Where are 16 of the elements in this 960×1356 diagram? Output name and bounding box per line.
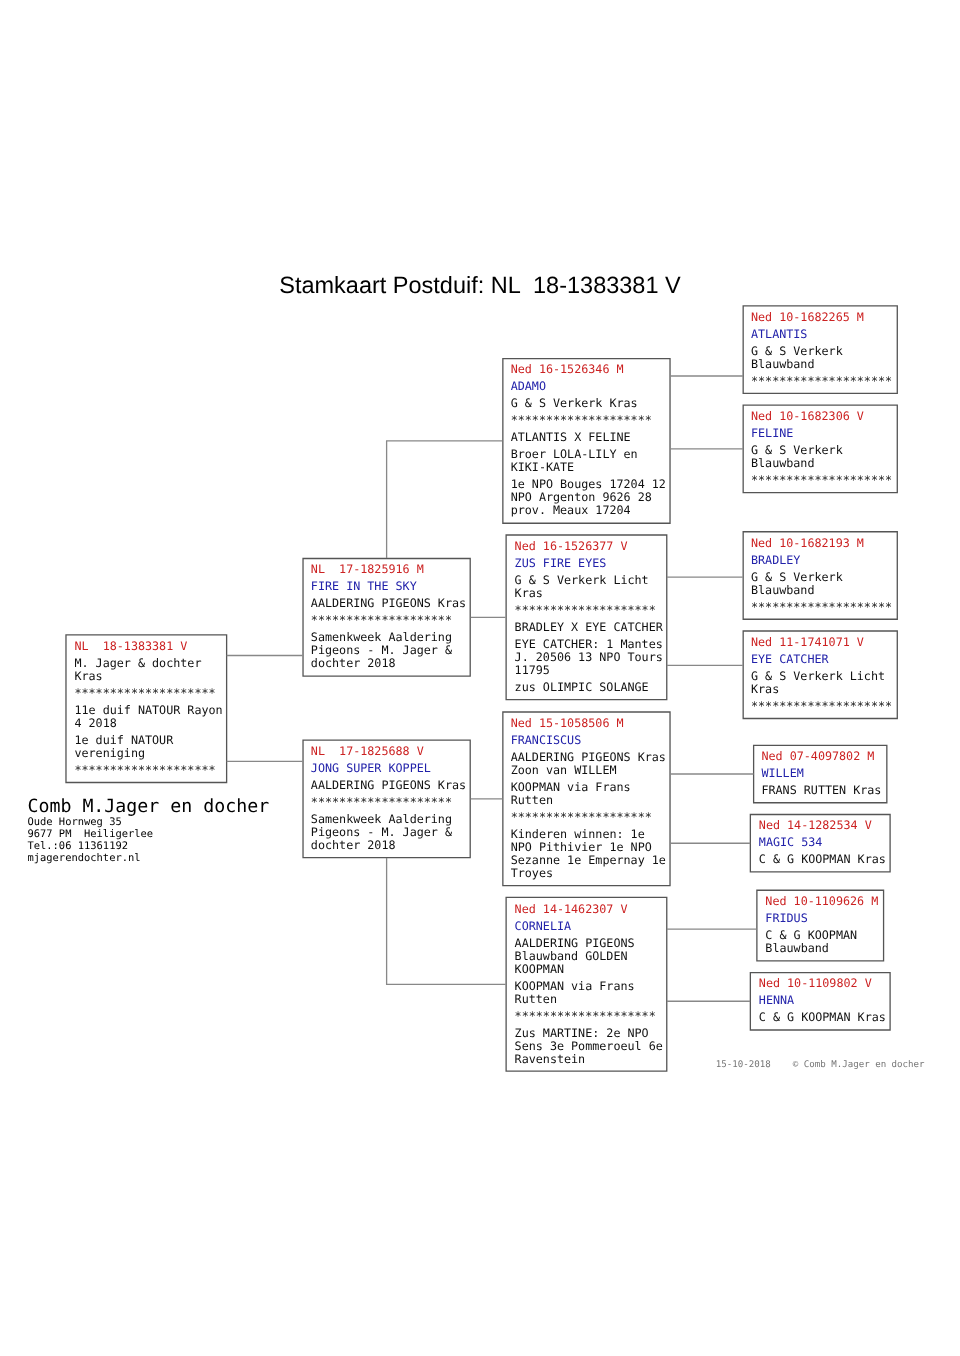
connector bbox=[385, 439, 503, 558]
connector bbox=[669, 841, 751, 843]
connector bbox=[669, 447, 744, 449]
connector bbox=[666, 927, 758, 929]
connector bbox=[226, 653, 304, 656]
connector bbox=[470, 797, 504, 799]
connector bbox=[666, 663, 744, 665]
label: Comb M.Jager en docher bbox=[27, 797, 270, 818]
connector bbox=[669, 374, 744, 376]
connector bbox=[666, 575, 744, 577]
diagram-title: Stamkaart Postduif: NL 18-1383381 V bbox=[279, 272, 681, 299]
connector bbox=[226, 759, 304, 761]
connector bbox=[470, 615, 507, 617]
connector bbox=[385, 856, 507, 984]
connector bbox=[666, 999, 751, 1001]
connector bbox=[669, 772, 755, 774]
